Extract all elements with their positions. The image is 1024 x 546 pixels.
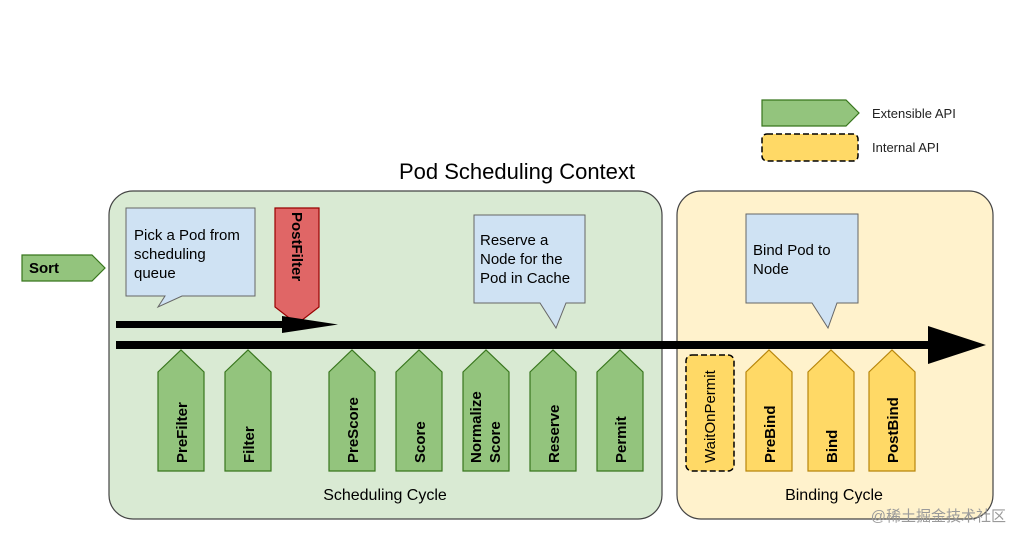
legend-internal-label: Internal API	[872, 140, 939, 155]
binding-extension-points: WaitOnPermit PreBind Bind PostBind	[685, 349, 916, 472]
ext-normalize-label-line-1: Normalize	[468, 391, 485, 463]
watermark: @稀土掘金技术社区	[871, 508, 1006, 525]
callout-pick-line-1: Pick a Pod from	[134, 227, 240, 244]
callout-bind-pod: Bind Pod to Node	[745, 213, 859, 330]
postfilter-label: PostFilter	[288, 212, 305, 281]
ext-bind-label: Bind	[824, 430, 841, 463]
sort-extension-point: Sort	[21, 254, 106, 282]
legend-internal-swatch	[761, 133, 859, 162]
sort-label: Sort	[29, 260, 59, 277]
main-arrow	[116, 326, 986, 364]
ext-filter-label: Filter	[241, 426, 258, 463]
postfilter-extension-point: PostFilter	[274, 207, 320, 325]
ext-filter: Filter	[224, 349, 272, 472]
ext-reserve-label: Reserve	[546, 405, 563, 463]
ext-permit: Permit	[596, 349, 644, 472]
short-arrow	[116, 316, 338, 333]
internal-wait-on-permit: WaitOnPermit	[685, 354, 735, 472]
ext-normalize-label-line-2: Score	[487, 421, 504, 463]
ext-score-label: Score	[412, 421, 429, 463]
ext-bind: Bind	[807, 349, 855, 472]
ext-normalize-score: Normalize Score	[462, 349, 510, 472]
ext-prefilter: PreFilter	[157, 349, 205, 472]
ext-score: Score	[395, 349, 443, 472]
legend-extensible-label: Extensible API	[872, 106, 956, 121]
callout-pick-line-3: queue	[134, 265, 176, 282]
scheduling-extension-points: PreFilter Filter PreScore Score Normaliz…	[157, 349, 644, 472]
ext-prescore-label: PreScore	[345, 397, 362, 463]
ext-postbind-label: PostBind	[885, 397, 902, 463]
ext-prebind: PreBind	[745, 349, 793, 472]
ext-prebind-label: PreBind	[762, 405, 779, 463]
callout-bind-line-1: Bind Pod to	[753, 242, 831, 259]
callout-reserve-line-3: Pod in Cache	[480, 270, 570, 287]
callout-pick-line-2: scheduling	[134, 246, 206, 263]
diagram-title: Pod Scheduling Context	[399, 159, 635, 184]
ext-prefilter-label: PreFilter	[174, 402, 191, 463]
callout-reserve-line-1: Reserve a	[480, 232, 549, 249]
ext-postbind: PostBind	[868, 349, 916, 472]
callout-pick-pod: Pick a Pod from scheduling queue	[125, 207, 256, 309]
scheduling-cycle-label: Scheduling Cycle	[323, 487, 447, 504]
callout-reserve-line-2: Node for the	[480, 251, 563, 268]
wait-on-permit-label: WaitOnPermit	[702, 369, 719, 463]
ext-prescore: PreScore	[328, 349, 376, 472]
legend-extensible-swatch	[761, 99, 860, 127]
ext-permit-label: Permit	[613, 416, 630, 463]
callout-bind-line-2: Node	[753, 261, 789, 278]
binding-cycle-label: Binding Cycle	[785, 487, 883, 504]
legend: Extensible API Internal API	[761, 99, 956, 162]
callout-reserve-node: Reserve a Node for the Pod in Cache	[473, 214, 586, 330]
ext-reserve: Reserve	[529, 349, 577, 472]
